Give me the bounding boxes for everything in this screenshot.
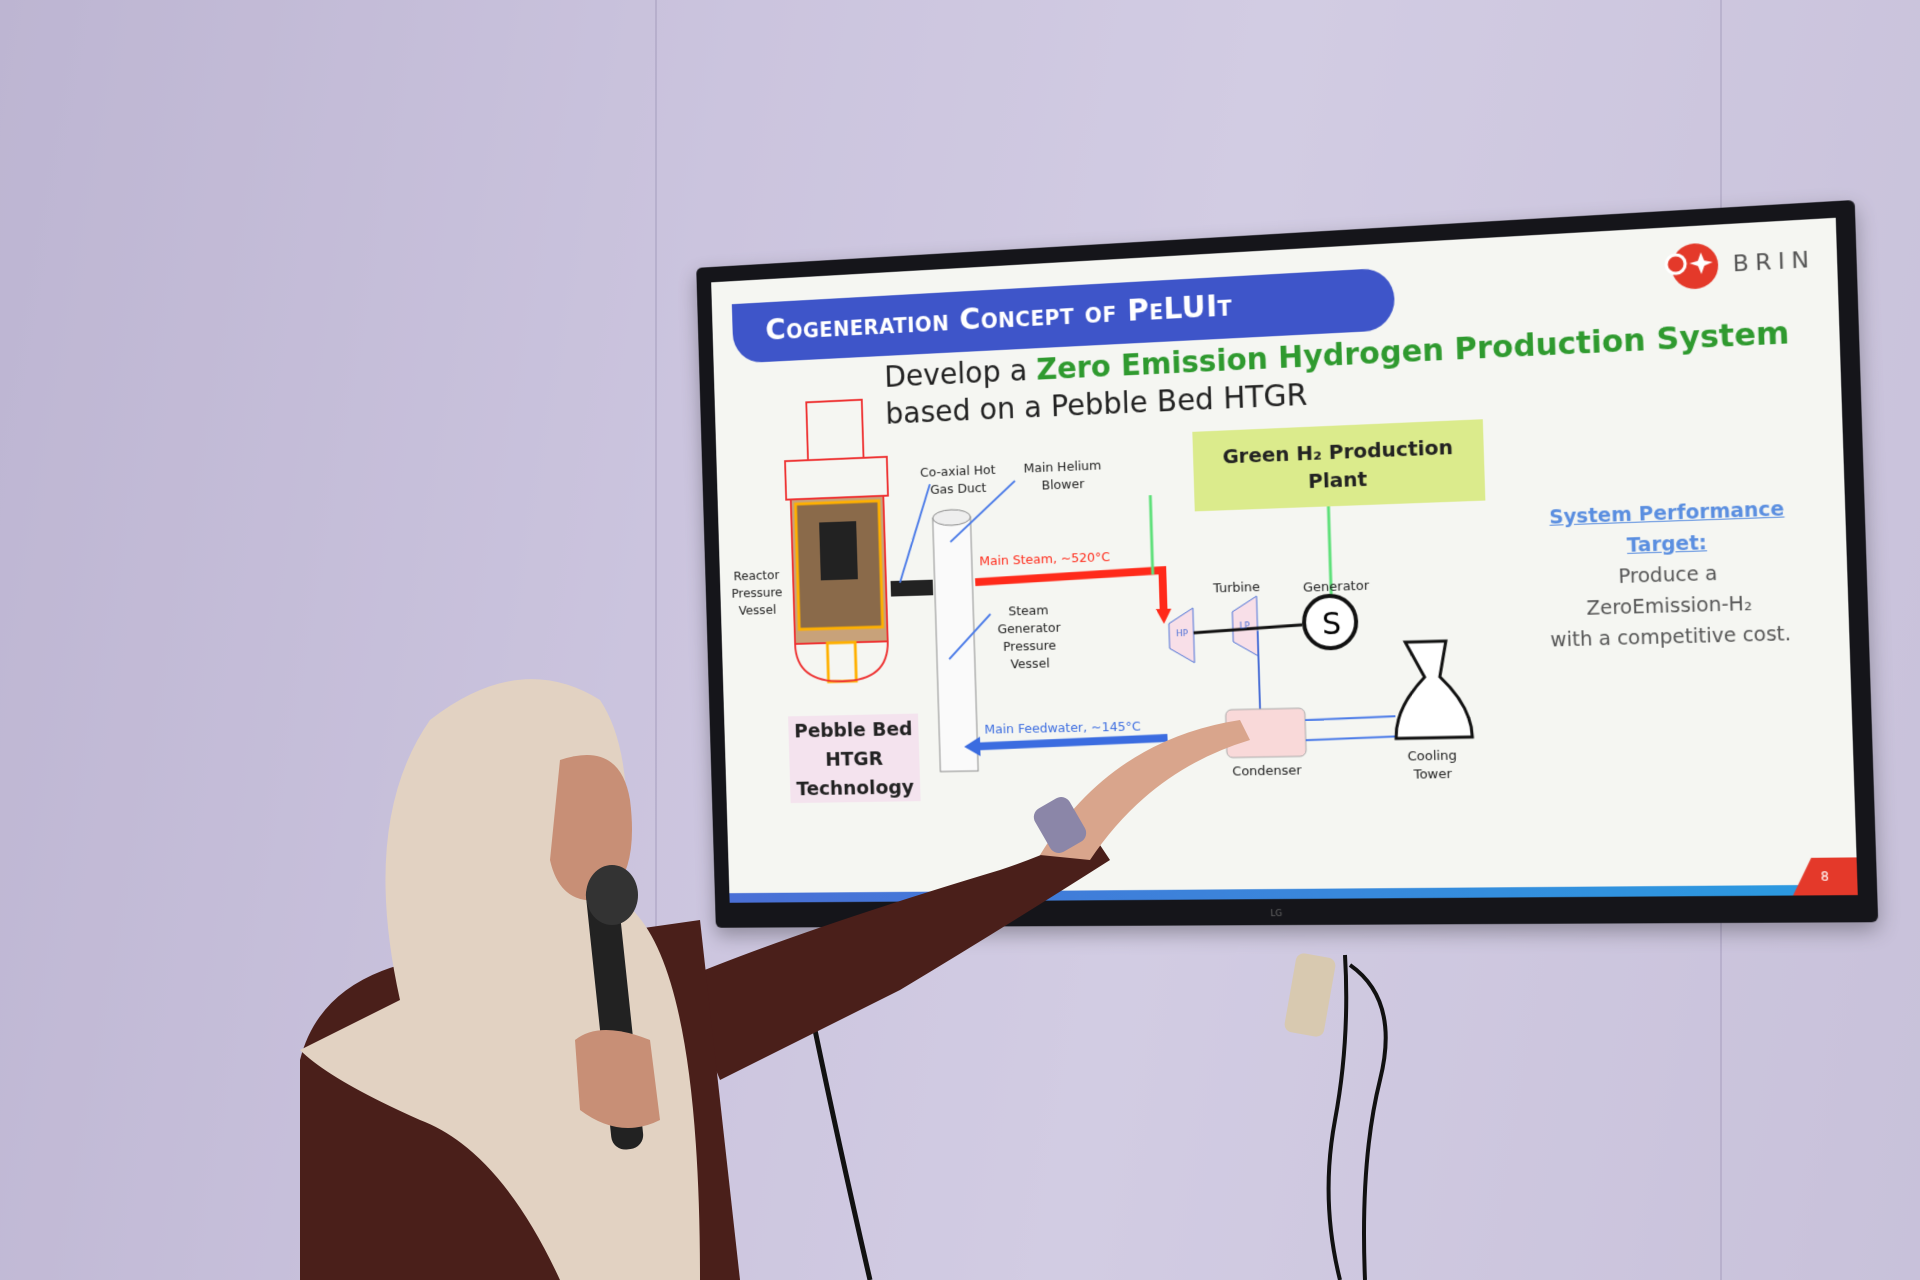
microphone-head [586,865,638,925]
generator-icon [1303,595,1357,649]
presentation-slide: Cogeneration Concept of PeLUIt BRIN Deve… [711,217,1858,903]
presenter-hand [1040,720,1250,860]
lp-turbine [1232,596,1259,657]
reactor-vessel-drawing [783,399,893,683]
hp-turbine [1168,608,1194,663]
steam-generator-drawing [890,509,978,772]
tv-monitor: Cogeneration Concept of PeLUIt BRIN Deve… [675,199,1879,928]
wall-seam [655,0,657,1280]
wristwatch [1033,797,1087,853]
presenter-face [550,755,632,901]
svg-text:S: S [1322,607,1342,643]
presenter-hand-mic [575,1030,660,1128]
condenser [1226,708,1307,758]
presenter-arm [680,830,1110,1080]
cogeneration-diagram: S [711,218,1858,903]
